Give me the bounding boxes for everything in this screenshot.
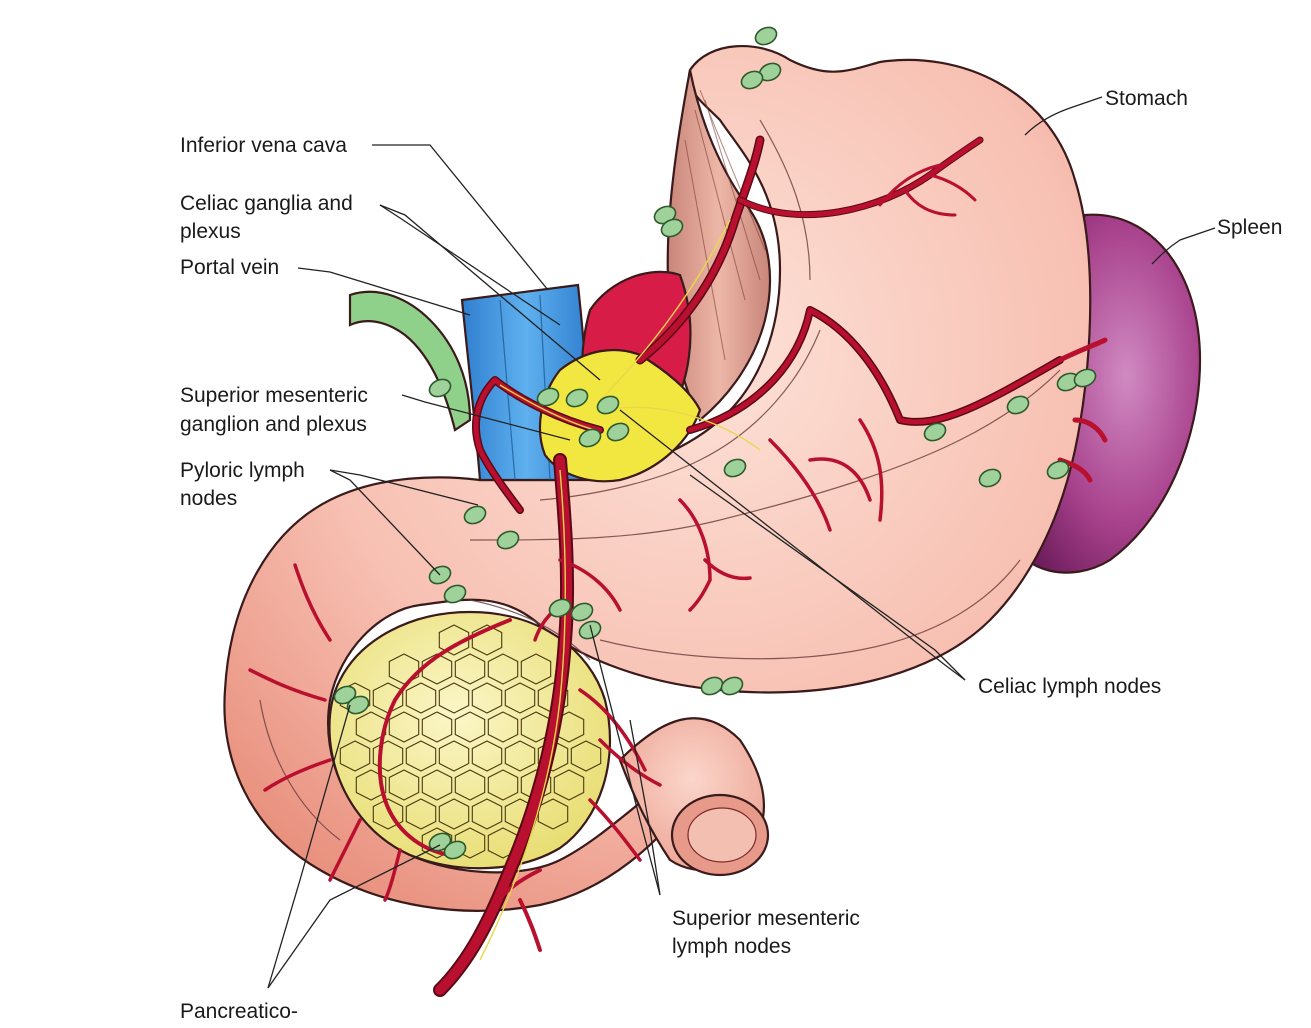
label-pyloric-lymph-nodes-line2: nodes: [180, 487, 237, 510]
nerve-plexus: [479, 219, 761, 961]
pancreas-lobule: [421, 827, 453, 859]
pancreas-lobule: [372, 798, 404, 830]
lymph-node: [723, 458, 747, 478]
pancreas-lobule: [487, 653, 519, 685]
pancreas-lobule: [454, 769, 486, 801]
lymph-node: [740, 70, 764, 90]
lymph-node: [660, 218, 684, 238]
label-superior-mesenteric-ganglion-line1: Superior mesenteric: [180, 384, 368, 407]
pancreas-lobule: [421, 711, 453, 743]
pancreas-lobule: [570, 740, 602, 772]
label-stomach: Stomach: [1105, 87, 1188, 110]
lymph-node: [1073, 368, 1097, 388]
lymph-node: [596, 395, 620, 415]
jejunum-tube: [618, 717, 770, 877]
pancreas-lobule: [537, 740, 569, 772]
label-superior-mesenteric-lymph-nodes-line1: Superior mesenteric: [672, 907, 860, 930]
pancreas-lobule: [388, 769, 420, 801]
pancreas-lobule: [421, 653, 453, 685]
lymph-node: [570, 602, 594, 622]
label-pyloric-lymph-nodes-line1: Pyloric lymph: [180, 459, 305, 482]
pancreas-lobule: [405, 682, 437, 714]
pancreas-lobule: [504, 682, 536, 714]
lymph-node: [1046, 460, 1070, 480]
labels: Stomach Spleen Inferior vena cava Celiac…: [180, 87, 1282, 1023]
lymph-node: [720, 676, 744, 696]
pancreas-lobule: [471, 682, 503, 714]
pancreas-lobule: [553, 769, 585, 801]
lymph-node: [923, 422, 947, 442]
pancreas-lobule: [438, 624, 470, 656]
label-pancreatico: Pancreatico-: [180, 1000, 298, 1023]
lymph-nodes: [333, 26, 1097, 860]
lymph-node: [754, 26, 778, 46]
pancreas-lobule: [421, 769, 453, 801]
pancreas-lobule: [504, 740, 536, 772]
pancreas-lobule: [405, 798, 437, 830]
bile-duct: [348, 290, 472, 432]
lymph-node: [606, 422, 630, 442]
label-celiac-ganglia-line2: plexus: [180, 220, 241, 243]
pancreas-lobule: [487, 711, 519, 743]
pancreas-lobule: [388, 653, 420, 685]
lymph-node: [536, 387, 560, 407]
pancreas-lobule: [454, 711, 486, 743]
pancreas-lobule: [471, 740, 503, 772]
lymph-node: [443, 840, 467, 860]
pancreas-lobule: [388, 711, 420, 743]
lymph-node: [978, 468, 1002, 488]
leader-lines: [267, 96, 1216, 989]
label-inferior-vena-cava: Inferior vena cava: [180, 134, 347, 157]
lymph-node: [496, 530, 520, 550]
celiac-ganglion: [538, 348, 702, 483]
pancreas-lobule: [372, 740, 404, 772]
label-celiac-lymph-nodes: Celiac lymph nodes: [978, 675, 1161, 698]
lymph-node: [428, 378, 452, 398]
pancreas-lobule: [520, 653, 552, 685]
lymph-node: [1006, 395, 1030, 415]
pancreas-lobule: [339, 740, 371, 772]
label-superior-mesenteric-ganglion-line2: ganglion and plexus: [180, 413, 367, 436]
lymph-node: [463, 505, 487, 525]
lymph-node: [443, 584, 467, 604]
lymph-node: [428, 832, 452, 852]
pancreas-lobule: [405, 740, 437, 772]
pancreas-lobule: [454, 653, 486, 685]
pancreas-lobule: [454, 827, 486, 859]
label-portal-vein: Portal vein: [180, 256, 279, 279]
pancreas-lobule: [487, 769, 519, 801]
pancreas-lobule: [355, 769, 387, 801]
label-celiac-ganglia-line1: Celiac ganglia and: [180, 192, 353, 215]
label-spleen: Spleen: [1217, 216, 1282, 239]
pancreas-lobule: [471, 624, 503, 656]
label-superior-mesenteric-lymph-nodes-line2: lymph nodes: [672, 935, 791, 958]
pancreas-lobule: [438, 798, 470, 830]
lymph-node: [700, 676, 724, 696]
pancreas-lobule: [438, 682, 470, 714]
lymph-node: [565, 388, 589, 408]
pancreas-lobule: [438, 740, 470, 772]
lymph-node: [548, 598, 572, 618]
pancreas-lobule: [471, 798, 503, 830]
lymph-node: [578, 428, 602, 448]
arteries: [248, 135, 1108, 997]
